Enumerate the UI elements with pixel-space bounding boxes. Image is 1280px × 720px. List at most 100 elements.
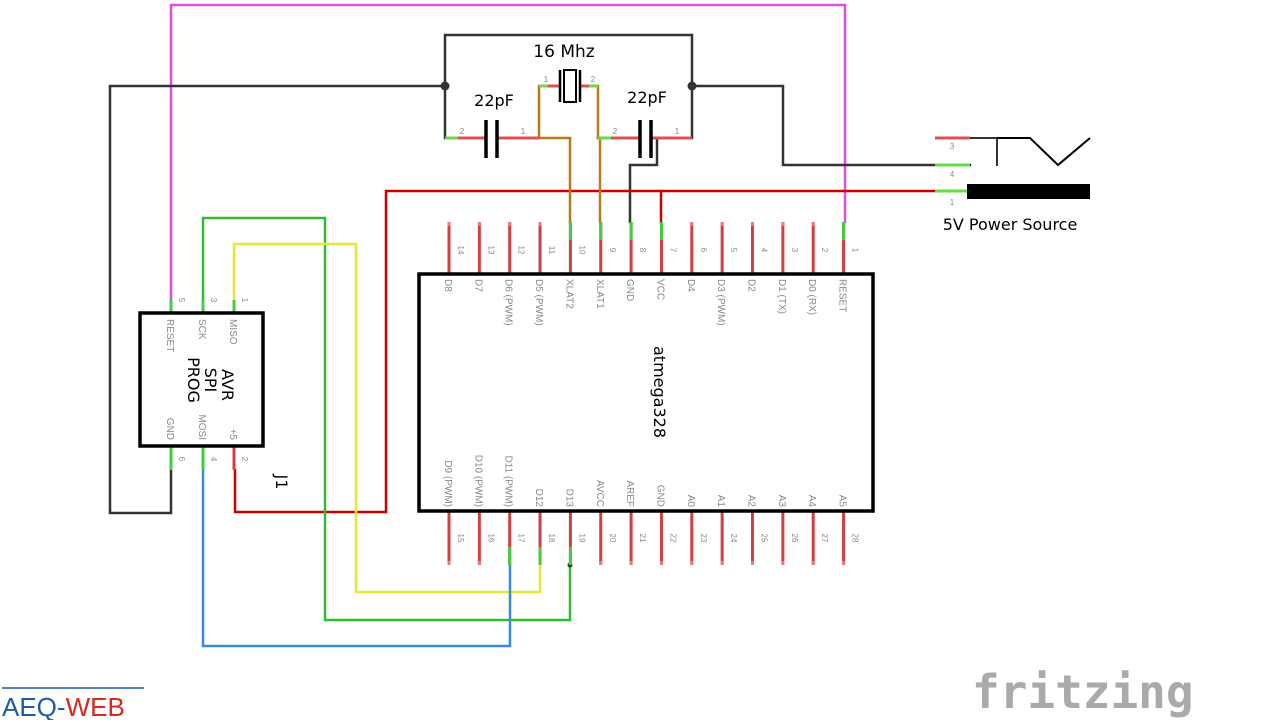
junction-dot <box>440 81 450 91</box>
mcu-pin-number: 20 <box>608 534 617 543</box>
mcu-pin-name: A3 <box>776 495 787 508</box>
prog-pin-name: +5 <box>227 429 238 441</box>
prog-pin-number: 4 <box>209 457 218 462</box>
prog-pin-name: RESET <box>164 319 175 352</box>
mcu-pin-name: RESET <box>837 279 848 312</box>
logo-dash: - <box>57 692 66 720</box>
mcu-pin-name: D9 (PWM) <box>442 460 453 507</box>
prog-pin-number: 5 <box>177 298 186 303</box>
mcu-pin-name: D6 (PWM) <box>503 279 514 326</box>
mcu-pin-name: D5 (PWM) <box>533 279 544 326</box>
power-label: 5V Power Source <box>943 215 1078 234</box>
mcu-pin-name: XLAT2 <box>563 279 574 309</box>
capacitor-right: 22pF 2 1 <box>598 88 692 158</box>
mcu-pin-number: 28 <box>851 534 860 543</box>
cap-left-label: 22pF <box>474 91 514 110</box>
mcu-pin-number: 3 <box>790 248 799 253</box>
mcu-pin-name: D13 <box>563 489 574 508</box>
mcu-pin-name: D10 (PWM) <box>472 455 483 507</box>
prog-pin-name: SCK <box>196 319 207 340</box>
mcu-pin-name: A1 <box>715 495 726 508</box>
mcu-pin-number: 23 <box>699 534 708 543</box>
prog-pin-name: MOSI <box>196 414 207 440</box>
mcu-pin-name: XLAT1 <box>594 279 605 309</box>
mcu-pin-name: AREF <box>624 480 635 507</box>
mcu-pin-number: 7 <box>668 248 677 253</box>
mcu-pin-number: 22 <box>668 534 677 543</box>
prog-title-prog: PROG <box>184 357 203 403</box>
cap-right-pin-2: 2 <box>613 127 618 136</box>
mcu-pin-name: D2 <box>746 279 757 292</box>
mcu-pin-name: A4 <box>806 495 817 508</box>
wire-vcc <box>233 189 964 514</box>
mcu-pin-name: AVCC <box>594 480 605 507</box>
mcu-pin-number: 6 <box>699 248 708 253</box>
mcu-pin-name: D11 (PWM) <box>503 456 514 507</box>
mcu-pin-number: 24 <box>729 534 738 543</box>
mcu-pin-number: 1 <box>851 248 860 253</box>
mcu-pin-number: 15 <box>456 534 465 543</box>
mcu-pin-number: 21 <box>638 534 647 543</box>
mcu-pin-name: D0 (RX) <box>806 279 817 315</box>
aeq-web-logo: AEQ-WEB <box>2 687 144 720</box>
mcu-pin-number: 19 <box>577 534 586 543</box>
mcu-pin-number: 17 <box>517 534 526 543</box>
wire-gnd-left <box>108 84 447 515</box>
mcu-pin-number: 16 <box>486 534 495 543</box>
cap-right-pin-1: 1 <box>675 127 680 136</box>
mcu-pin-number: 5 <box>729 248 738 253</box>
mcu-pin-number: 26 <box>790 534 799 543</box>
fritzing-watermark: fritzing <box>972 665 1194 719</box>
prog-pin-number: 3 <box>209 298 218 303</box>
mcu-pin-name: D8 <box>442 279 453 292</box>
mcu-pin-name: D4 <box>685 279 696 292</box>
wire-miso <box>232 242 542 594</box>
mcu-pin-name: GND <box>654 485 665 507</box>
mcu-pin-number: 27 <box>820 534 829 543</box>
mcu-pin-name: VCC <box>654 279 665 300</box>
mcu-pin-name: D7 <box>472 279 483 292</box>
logo-web: WEB <box>66 692 125 720</box>
prog-pin-number: 1 <box>240 298 249 303</box>
cap-left-pin-2: 2 <box>460 127 465 136</box>
wire-reset <box>169 3 847 302</box>
mcu-pin-name: D12 <box>533 489 544 508</box>
junction-dot <box>687 81 697 91</box>
wire-xtal-left <box>537 84 572 224</box>
prog-pin-name: MISO <box>227 319 238 345</box>
mcu-pin-number: 14 <box>456 246 465 255</box>
cap-right-label: 22pF <box>627 88 667 107</box>
capacitor-left: 22pF 2 1 <box>445 91 539 158</box>
prog-title-avr: AVR <box>218 369 237 401</box>
prog-ref: J1 <box>272 474 291 490</box>
wire-xtal-right <box>596 84 602 224</box>
crystal-label: 16 Mhz <box>533 42 594 62</box>
power-jack: 3 4 1 5V Power Source <box>935 136 1091 234</box>
mcu-pin-name: D1 (TX) <box>776 279 787 314</box>
power-pin-3: 3 <box>950 142 955 151</box>
wire-gnd-mcu <box>628 136 659 224</box>
mcu-pin-name: A2 <box>746 495 757 508</box>
mcu-pin-number: 8 <box>638 248 647 253</box>
crystal: 16 Mhz 1 2 <box>533 42 598 103</box>
prog-pin-number: 6 <box>177 457 186 462</box>
power-pin-4: 4 <box>950 170 955 179</box>
crystal-pin-1: 1 <box>544 75 549 84</box>
svg-text:AEQ-WEB: AEQ-WEB <box>2 692 125 720</box>
mcu-pin-number: 12 <box>517 246 526 255</box>
cap-left-pin-1: 1 <box>521 127 526 136</box>
prog-title-spi: SPI <box>201 368 220 393</box>
crystal-pin-2: 2 <box>591 75 596 84</box>
mcu-pin-number: 10 <box>577 246 586 255</box>
wire-gnd-power-tip <box>969 137 998 166</box>
mcu-pin-name: D3 (PWM) <box>715 279 726 326</box>
prog-pin-name: GND <box>164 418 175 440</box>
wire-sck <box>201 216 572 622</box>
mcu-pin-name: A0 <box>685 495 696 508</box>
mcu-pin-number: 4 <box>760 248 769 253</box>
mcu-pin-name: A5 <box>837 495 848 508</box>
mcu-name: atmega328 <box>650 346 669 438</box>
